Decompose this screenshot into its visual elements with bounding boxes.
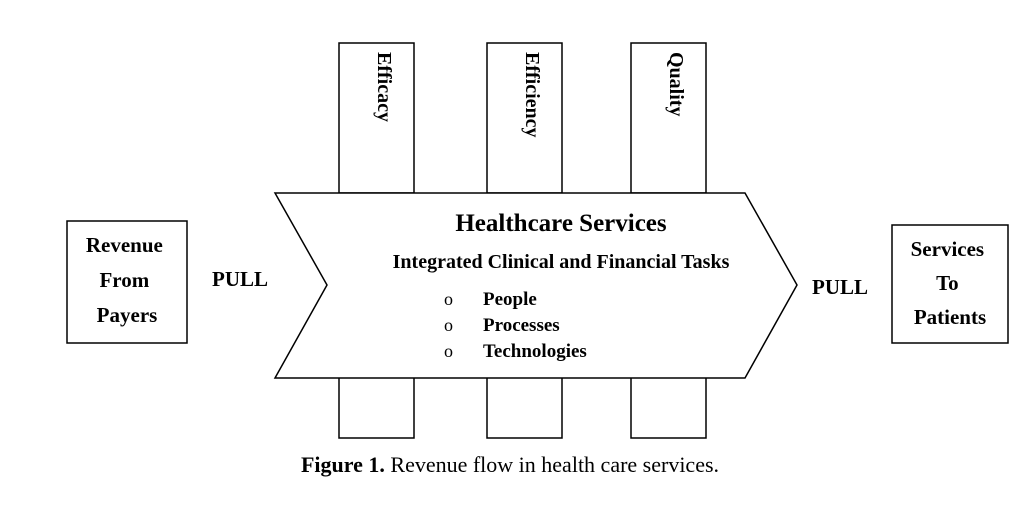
bullet-list: o People o Processes o Technologies <box>444 289 587 362</box>
pillar-efficacy-bottom <box>338 376 415 439</box>
figure-caption-text: Revenue flow in health care services. <box>384 452 720 477</box>
revenue-from-payers-box <box>66 220 188 344</box>
bullet-technologies: Technologies <box>483 341 587 362</box>
bullet-marker: o <box>444 315 453 335</box>
pillar-efficiency-bottom <box>486 376 563 439</box>
bullet-marker: o <box>444 289 453 309</box>
figure-caption: Figure 1. Revenue flow in health care se… <box>0 452 1020 478</box>
bullet-marker: o <box>444 341 453 361</box>
services-to-patients-label: Services To Patients <box>911 237 990 329</box>
bullet-people: People <box>483 289 537 310</box>
pillar-label-efficacy: Efficacy <box>373 52 395 122</box>
pillar-label-efficiency: Efficiency <box>521 52 543 138</box>
pull-label-left: PULL <box>212 267 268 291</box>
pull-label-right: PULL <box>812 275 868 299</box>
figure-caption-lead: Figure 1. <box>300 452 385 477</box>
pillar-quality-bottom <box>630 376 707 439</box>
integrated-tasks-subtitle: Integrated Clinical and Financial Tasks <box>393 251 730 273</box>
pillar-label-quality: Quality <box>665 52 687 116</box>
services-to-patients-box <box>891 224 1009 344</box>
revenue-from-payers-label: Revenue From Payers <box>86 233 168 327</box>
bullet-processes: Processes <box>483 315 560 336</box>
healthcare-services-title: Healthcare Services <box>455 210 667 237</box>
healthcare-services-chevron <box>273 192 798 379</box>
